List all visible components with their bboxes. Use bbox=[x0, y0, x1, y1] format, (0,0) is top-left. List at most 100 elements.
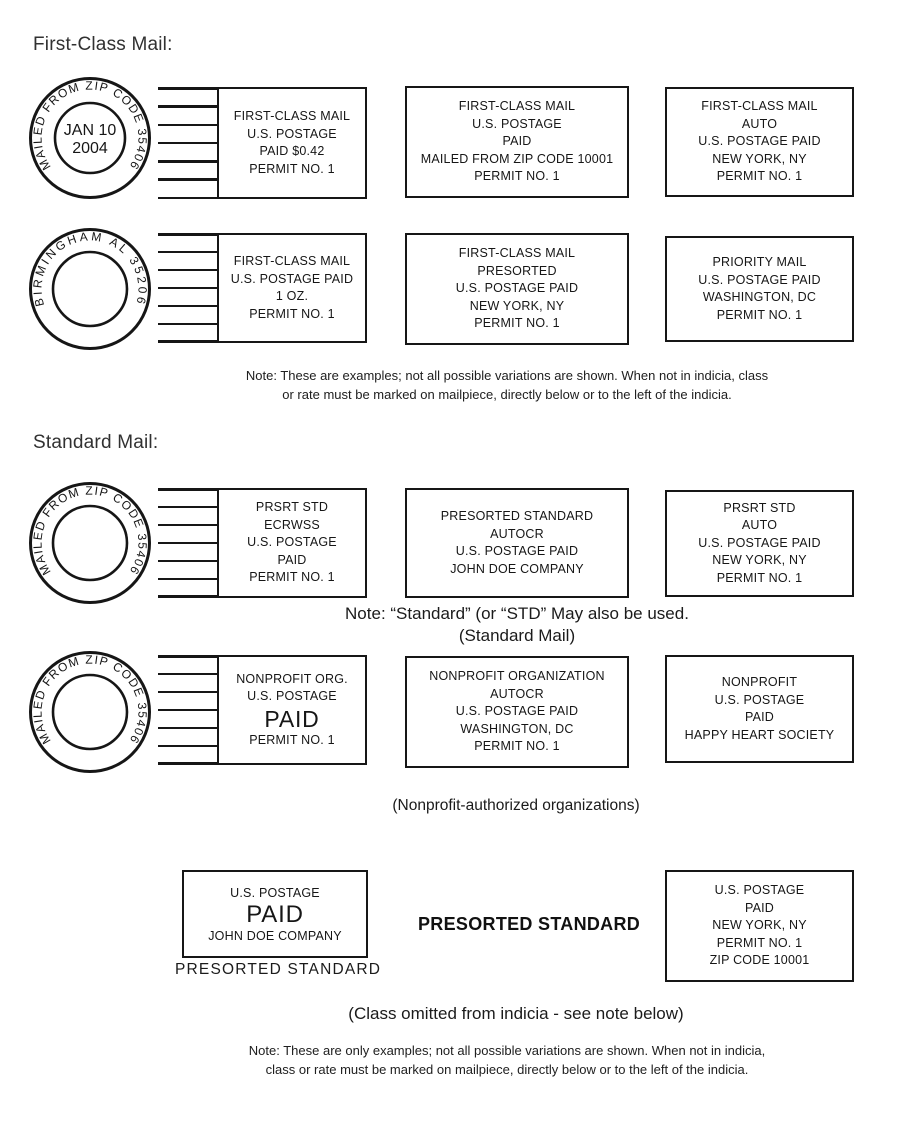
indicia-text-line: PAID bbox=[277, 552, 307, 567]
indicia-box-nonprofit-org: NONPROFIT ORG. U.S. POSTAGE PAID PERMIT … bbox=[217, 655, 367, 765]
indicia-text-line: PAID bbox=[502, 134, 532, 149]
postmark-outer-ring bbox=[29, 651, 151, 773]
cancellation-bars bbox=[158, 87, 219, 199]
indicia-text-line: PERMIT NO. 1 bbox=[474, 739, 560, 754]
indicia-text-line: AUTO bbox=[741, 116, 778, 131]
class-omitted-caption: (Class omitted from indicia - see note b… bbox=[348, 1004, 684, 1023]
indicia-text-line: FIRST-CLASS MAIL bbox=[233, 254, 351, 268]
indicia-text-line: 1 OZ. bbox=[275, 289, 309, 303]
indicia-text-line: U.S. POSTAGE PAID bbox=[230, 271, 354, 286]
nonprofit-caption: (Nonprofit-authorized organizations) bbox=[392, 797, 640, 814]
indicia-text-line: PAID $0.42 bbox=[259, 144, 325, 158]
standard-std-note: Note: “Standard” (or “STD” May also be u… bbox=[117, 603, 907, 647]
indicia-paid-large: PAID bbox=[264, 705, 320, 732]
indicia-text-line: FIRST-CLASS MAIL bbox=[458, 246, 576, 261]
postmark-ring-text: MAILED FROM ZIP CODE 35406 bbox=[30, 653, 149, 747]
first-class-note-line2: or rate must be marked on mailpiece, dir… bbox=[282, 387, 732, 402]
first-class-note-line1: Note: These are examples; not all possib… bbox=[245, 368, 769, 383]
standard-std-note-line1: Note: “Standard” (or “STD” May also be u… bbox=[345, 604, 689, 623]
postmark-ring-text: BIRMINGHAM AL 35206 bbox=[30, 229, 149, 308]
postmark-inner-ring bbox=[51, 673, 129, 751]
indicia-text-line: U.S. POSTAGE bbox=[247, 126, 337, 141]
indicia-text-line: ZIP CODE 10001 bbox=[709, 953, 810, 968]
indicia-text-line: PERMIT NO. 1 bbox=[249, 570, 335, 585]
indicia-text-line: PERMIT NO. 1 bbox=[474, 169, 560, 184]
indicia-text-line: PERMIT NO. 1 bbox=[716, 307, 803, 322]
indicia-box-presorted-standard-autocr: PRESORTED STANDARD AUTOCR U.S. POSTAGE P… bbox=[405, 488, 629, 598]
indicia-box-priority-mail: PRIORITY MAIL U.S. POSTAGE PAID WASHINGT… bbox=[665, 236, 854, 342]
postmark-date-line2: 2004 bbox=[72, 140, 108, 157]
indicia-text-line: NEW YORK, NY bbox=[712, 151, 807, 166]
postmark-outer-ring bbox=[29, 77, 151, 199]
indicia-text-line: PERMIT NO. 1 bbox=[716, 935, 803, 950]
indicia-text-line: FIRST-CLASS MAIL bbox=[233, 109, 351, 123]
postmark-circle-mailed-from-35406: MAILED FROM ZIP CODE 35406 bbox=[29, 482, 151, 604]
indicia-text-line: NONPROFIT bbox=[721, 675, 798, 689]
indicia-box-zip-code-10001: U.S. POSTAGE PAID NEW YORK, NY PERMIT NO… bbox=[665, 870, 854, 982]
indicia-text-line: NEW YORK, NY bbox=[712, 918, 807, 933]
indicia-box-first-class-1oz: FIRST-CLASS MAIL U.S. POSTAGE PAID 1 OZ.… bbox=[217, 233, 367, 343]
indicia-text-line: PERMIT NO. 1 bbox=[716, 169, 803, 184]
indicia-paid-large: PAID bbox=[246, 900, 304, 928]
indicia-text-line: PRESORTED bbox=[477, 263, 557, 278]
indicia-text-line: AUTO bbox=[741, 518, 778, 533]
postmark-circle-birmingham: BIRMINGHAM AL 35206 bbox=[29, 228, 151, 350]
indicia-text-line: U.S. POSTAGE PAID bbox=[455, 544, 579, 558]
indicia-text-line: AUTOCR bbox=[490, 526, 544, 541]
indicia-text-line: PRIORITY MAIL bbox=[712, 255, 807, 269]
indicia-text-line: NEW YORK, NY bbox=[712, 553, 807, 568]
indicia-text-line: U.S. POSTAGE bbox=[247, 689, 337, 704]
postmark-date-line1: JAN 10 bbox=[64, 122, 117, 139]
indicia-text-line: U.S. POSTAGE bbox=[472, 116, 562, 131]
indicia-text-line: PRSRT STD bbox=[723, 500, 796, 515]
presorted-standard-label: PRESORTED STANDARD bbox=[418, 914, 641, 934]
indicia-text-line: U.S. POSTAGE bbox=[714, 883, 805, 898]
postmark-ring-text: MAILED FROM ZIP CODE 35406 bbox=[30, 484, 149, 578]
cancellation-bars bbox=[158, 233, 219, 343]
indicia-text-line: NONPROFIT ORG. bbox=[236, 671, 348, 686]
standard-bottom-note: Note: These are only examples; not all p… bbox=[107, 1041, 907, 1079]
indicia-text-line: NONPROFIT ORGANIZATION bbox=[429, 669, 605, 684]
indicia-box-nonprofit-organization-autocr: NONPROFIT ORGANIZATION AUTOCR U.S. POSTA… bbox=[405, 656, 629, 768]
indicia-text-line: AUTOCR bbox=[490, 686, 544, 701]
postmark-inner-ring bbox=[51, 250, 129, 328]
indicia-text-line: PAID bbox=[744, 710, 775, 724]
indicia-box-prsrt-std-auto: PRSRT STD AUTO U.S. POSTAGE PAID NEW YOR… bbox=[665, 490, 854, 597]
postmark-outer-ring bbox=[29, 482, 151, 604]
standard-mail-heading: Standard Mail: bbox=[33, 432, 159, 453]
indicia-text-line: NEW YORK, NY bbox=[469, 298, 565, 313]
indicia-text-line: PERMIT NO. 1 bbox=[249, 306, 335, 321]
indicia-text-line: U.S. POSTAGE PAID bbox=[698, 535, 821, 550]
postmark-outer-ring bbox=[29, 228, 151, 350]
indicia-text-line: PRESORTED STANDARD bbox=[440, 509, 594, 523]
indicia-text-line: U.S. POSTAGE PAID bbox=[455, 704, 579, 719]
indicia-text-line: WASHINGTON, DC bbox=[702, 290, 817, 304]
postmark-inner-ring bbox=[53, 101, 127, 175]
indicia-text-line: MAILED FROM ZIP CODE 10001 bbox=[420, 151, 614, 166]
indicia-text-line: PERMIT NO. 1 bbox=[249, 161, 335, 176]
cancellation-bars bbox=[158, 655, 219, 765]
postmark-circle-mailed-from-35406: MAILED FROM ZIP CODE 35406 JAN 10 2004 bbox=[29, 77, 151, 199]
indicia-text-line: JOHN DOE COMPANY bbox=[450, 561, 584, 576]
indicia-text-line: PERMIT NO. 1 bbox=[474, 316, 560, 331]
standard-bottom-note-line1: Note: These are only examples; not all p… bbox=[248, 1043, 766, 1058]
indicia-box-first-class-paid-042: FIRST-CLASS MAIL U.S. POSTAGE PAID $0.42… bbox=[217, 87, 367, 199]
first-class-note: Note: These are examples; not all possib… bbox=[107, 366, 907, 404]
indicia-text-line: U.S. POSTAGE PAID bbox=[698, 272, 821, 287]
indicia-text-line: FIRST-CLASS MAIL bbox=[458, 99, 576, 114]
indicia-text-line: U.S. POSTAGE bbox=[230, 885, 320, 900]
indicia-text-line: PERMIT NO. 1 bbox=[716, 570, 803, 585]
first-class-mail-heading: First-Class Mail: bbox=[33, 34, 173, 55]
standard-bottom-note-line2: class or rate must be marked on mailpiec… bbox=[265, 1062, 749, 1077]
indicia-box-first-class-zip-10001: FIRST-CLASS MAIL U.S. POSTAGE PAID MAILE… bbox=[405, 86, 629, 198]
indicia-text-line: HAPPY HEART SOCIETY bbox=[684, 727, 835, 742]
indicia-text-line: WASHINGTON, DC bbox=[460, 721, 574, 736]
box-caption-presorted-standard: PRESORTED STANDARD bbox=[175, 961, 382, 978]
indicia-text-line: ECRWSS bbox=[264, 517, 320, 532]
indicia-text-line: U.S. POSTAGE PAID bbox=[698, 134, 821, 149]
indicia-text-line: PERMIT NO. 1 bbox=[249, 732, 335, 747]
indicia-text-line: U.S. POSTAGE bbox=[714, 692, 805, 707]
indicia-text-line: U.S. POSTAGE PAID bbox=[455, 281, 579, 296]
indicia-box-prsrt-std-ecrwss: PRSRT STD ECRWSS U.S. POSTAGE PAID PERMI… bbox=[217, 488, 367, 598]
